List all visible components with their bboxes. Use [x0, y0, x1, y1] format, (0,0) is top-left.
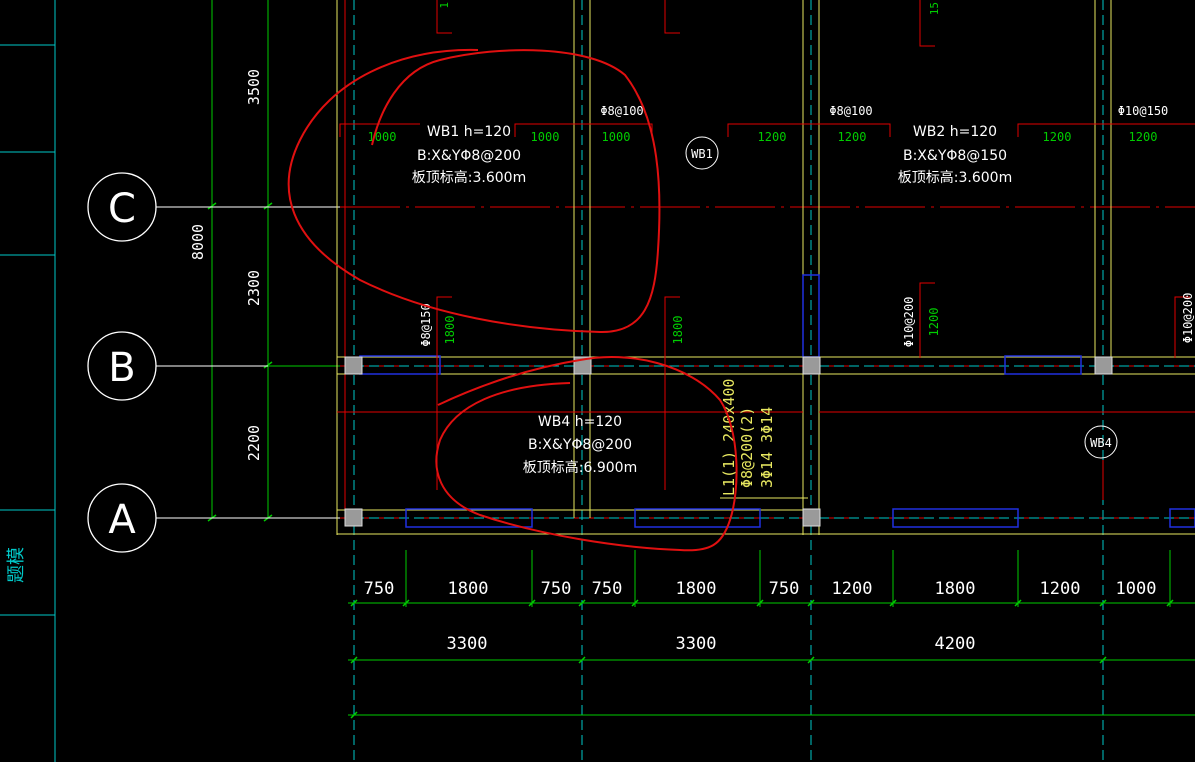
- axis-bubble-b[interactable]: B: [87, 331, 157, 401]
- columns: [344, 356, 1113, 527]
- dim-r2-1: 3300: [676, 634, 717, 654]
- left-panel: 题模: [0, 0, 56, 762]
- dimension-row-2: 3300 3300 4200: [447, 634, 976, 654]
- dim-2200: 2200: [245, 425, 263, 461]
- dim-r2-0: 3300: [447, 634, 488, 654]
- slab-wb1[interactable]: WB1 h=120 B:X&YΦ8@200 板顶标高:3.600m: [412, 124, 526, 186]
- beam-line-2: Φ8@200(2): [738, 407, 756, 488]
- slab-tag-wb1[interactable]: WB1: [685, 136, 719, 170]
- r1-right: 1000: [531, 130, 560, 144]
- column-5: [344, 508, 363, 527]
- axis-label-b: B: [108, 345, 135, 391]
- mid-rebar-labels: Φ8@150 1800 1800 Φ10@200 1200 Φ10@200: [419, 293, 1195, 348]
- dim-r1-2: 750: [541, 579, 572, 599]
- axis-label-c: C: [108, 186, 136, 232]
- wb2-name: WB2 h=120: [913, 124, 997, 140]
- red-markup-circles: [287, 48, 738, 552]
- r2-right: 1000: [602, 130, 631, 144]
- panel-label: 题模: [6, 547, 27, 583]
- dim-r1-0: 750: [364, 579, 395, 599]
- column-1: [344, 356, 363, 375]
- dim-r1-5: 750: [769, 579, 800, 599]
- top-mark-2: 15: [928, 2, 941, 15]
- v1-label: Φ8@150: [419, 303, 433, 346]
- wb1-rebar: B:X&YΦ8@200: [417, 148, 521, 164]
- slab-wb2[interactable]: WB2 h=120 B:X&YΦ8@150 板顶标高:3.600m: [898, 124, 1012, 186]
- wb2-elev: 板顶标高:3.600m: [898, 169, 1012, 186]
- dim-r1-4: 1800: [676, 579, 717, 599]
- v4-label: Φ10@200: [1181, 293, 1195, 344]
- wb2-rebar: B:X&YΦ8@150: [903, 148, 1007, 164]
- markup-circle-top: [287, 48, 661, 334]
- bottom-dimension-lines: [348, 550, 1195, 716]
- dimension-ticks-left: [207, 202, 273, 522]
- dim-2300: 2300: [245, 270, 263, 306]
- dim-r1-3: 750: [592, 579, 623, 599]
- r3-label: Φ8@100: [829, 104, 872, 118]
- v3-len: 1200: [927, 308, 941, 337]
- axis-label-a: A: [108, 497, 136, 543]
- wb1-name: WB1 h=120: [427, 124, 511, 140]
- dimension-row-1: 750 1800 750 750 1800 750 1200 1800 1200…: [364, 579, 1157, 599]
- v1-len: 1800: [443, 316, 457, 345]
- dim-r1-1: 1800: [448, 579, 489, 599]
- r2-label: Φ8@100: [600, 104, 643, 118]
- dim-r2-2: 4200: [935, 634, 976, 654]
- dim-r1-7: 1800: [935, 579, 976, 599]
- r5-right: 1200: [1129, 130, 1158, 144]
- axis-bubble-a[interactable]: A: [87, 483, 157, 553]
- r3-right: 1200: [838, 130, 867, 144]
- beam-line-3: 3Φ14 3Φ14: [758, 407, 776, 488]
- r5-label: Φ10@150: [1118, 104, 1169, 118]
- vertical-dimension-lines: [211, 0, 269, 518]
- top-rebar-brackets: [339, 0, 1195, 490]
- r3-left: 1200: [758, 130, 787, 144]
- wb1-elev: 板顶标高:3.600m: [412, 169, 526, 186]
- bottom-dimension-ticks: [350, 599, 1174, 719]
- slab-tag-wb4[interactable]: WB4: [1084, 425, 1118, 459]
- slab-wb4[interactable]: WB4 h=120 B:X&YΦ8@200 板顶标高:6.900m: [523, 414, 637, 476]
- markup-circle-bottom: [435, 356, 738, 552]
- wb1-tag: WB1: [691, 147, 713, 161]
- dim-total-8000: 8000: [189, 224, 207, 260]
- top-mark-1: 1: [438, 2, 451, 9]
- v3-label: Φ10@200: [902, 297, 916, 348]
- horizontal-axis-lines: [156, 206, 1195, 519]
- dim-r1-9: 1000: [1116, 579, 1157, 599]
- axis-bubble-c[interactable]: C: [87, 172, 157, 242]
- wb4-rebar: B:X&YΦ8@200: [528, 437, 632, 453]
- beam-line-1: L1(1) 240x400: [720, 379, 738, 496]
- dim-3500: 3500: [245, 69, 263, 105]
- column-3: [802, 356, 821, 375]
- blue-beam-segments: [359, 274, 1195, 528]
- wb4-tag: WB4: [1090, 436, 1112, 450]
- top-rebar-labels: 1000 1000 Φ8@100 1000 Φ8@100 1200 1200 1…: [368, 104, 1169, 144]
- column-6: [802, 508, 821, 527]
- dim-r1-6: 1200: [832, 579, 873, 599]
- r4-left: 1200: [1043, 130, 1072, 144]
- wb4-elev: 板顶标高:6.900m: [523, 459, 637, 476]
- wb4-name: WB4 h=120: [538, 414, 622, 430]
- v2-len: 1800: [671, 316, 685, 345]
- column-4: [1094, 356, 1113, 375]
- structure-vertical-lines: [336, 0, 1112, 762]
- dim-r1-8: 1200: [1040, 579, 1081, 599]
